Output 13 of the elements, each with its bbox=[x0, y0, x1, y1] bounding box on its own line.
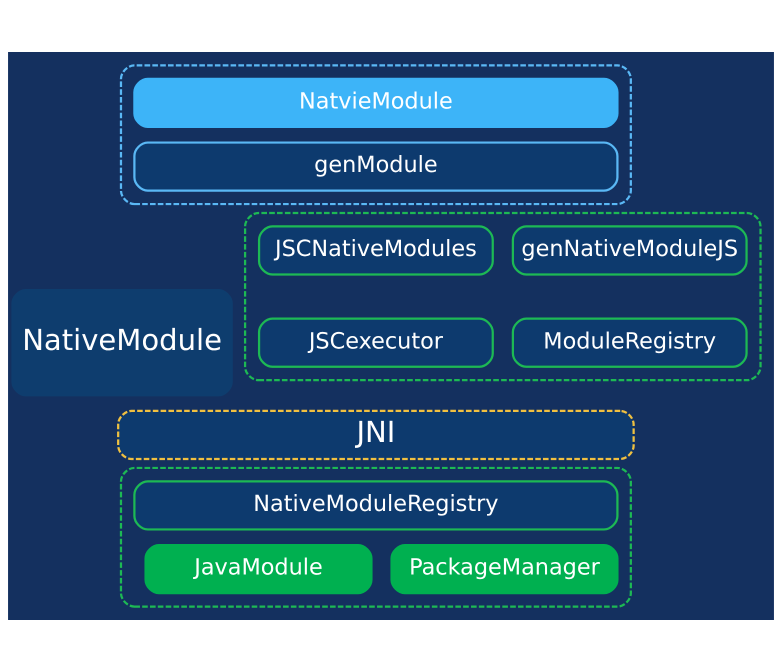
node-box: JSCNativeModules bbox=[258, 224, 494, 276]
node-box: JNI bbox=[117, 409, 635, 460]
cluster bbox=[120, 64, 632, 205]
node-box: NativeModuleRegistry bbox=[133, 480, 619, 530]
node-box: JavaModule bbox=[144, 543, 373, 594]
node-box: PackageManager bbox=[390, 543, 619, 594]
node-box: NatvieModule bbox=[133, 77, 619, 128]
cluster bbox=[120, 466, 632, 608]
node-box: JSCexecutor bbox=[258, 317, 494, 368]
node-box: ModuleRegistry bbox=[512, 317, 748, 368]
node-box: genModule bbox=[133, 140, 619, 192]
node-box: genNativeModuleJS bbox=[512, 224, 748, 276]
cluster bbox=[244, 211, 762, 381]
